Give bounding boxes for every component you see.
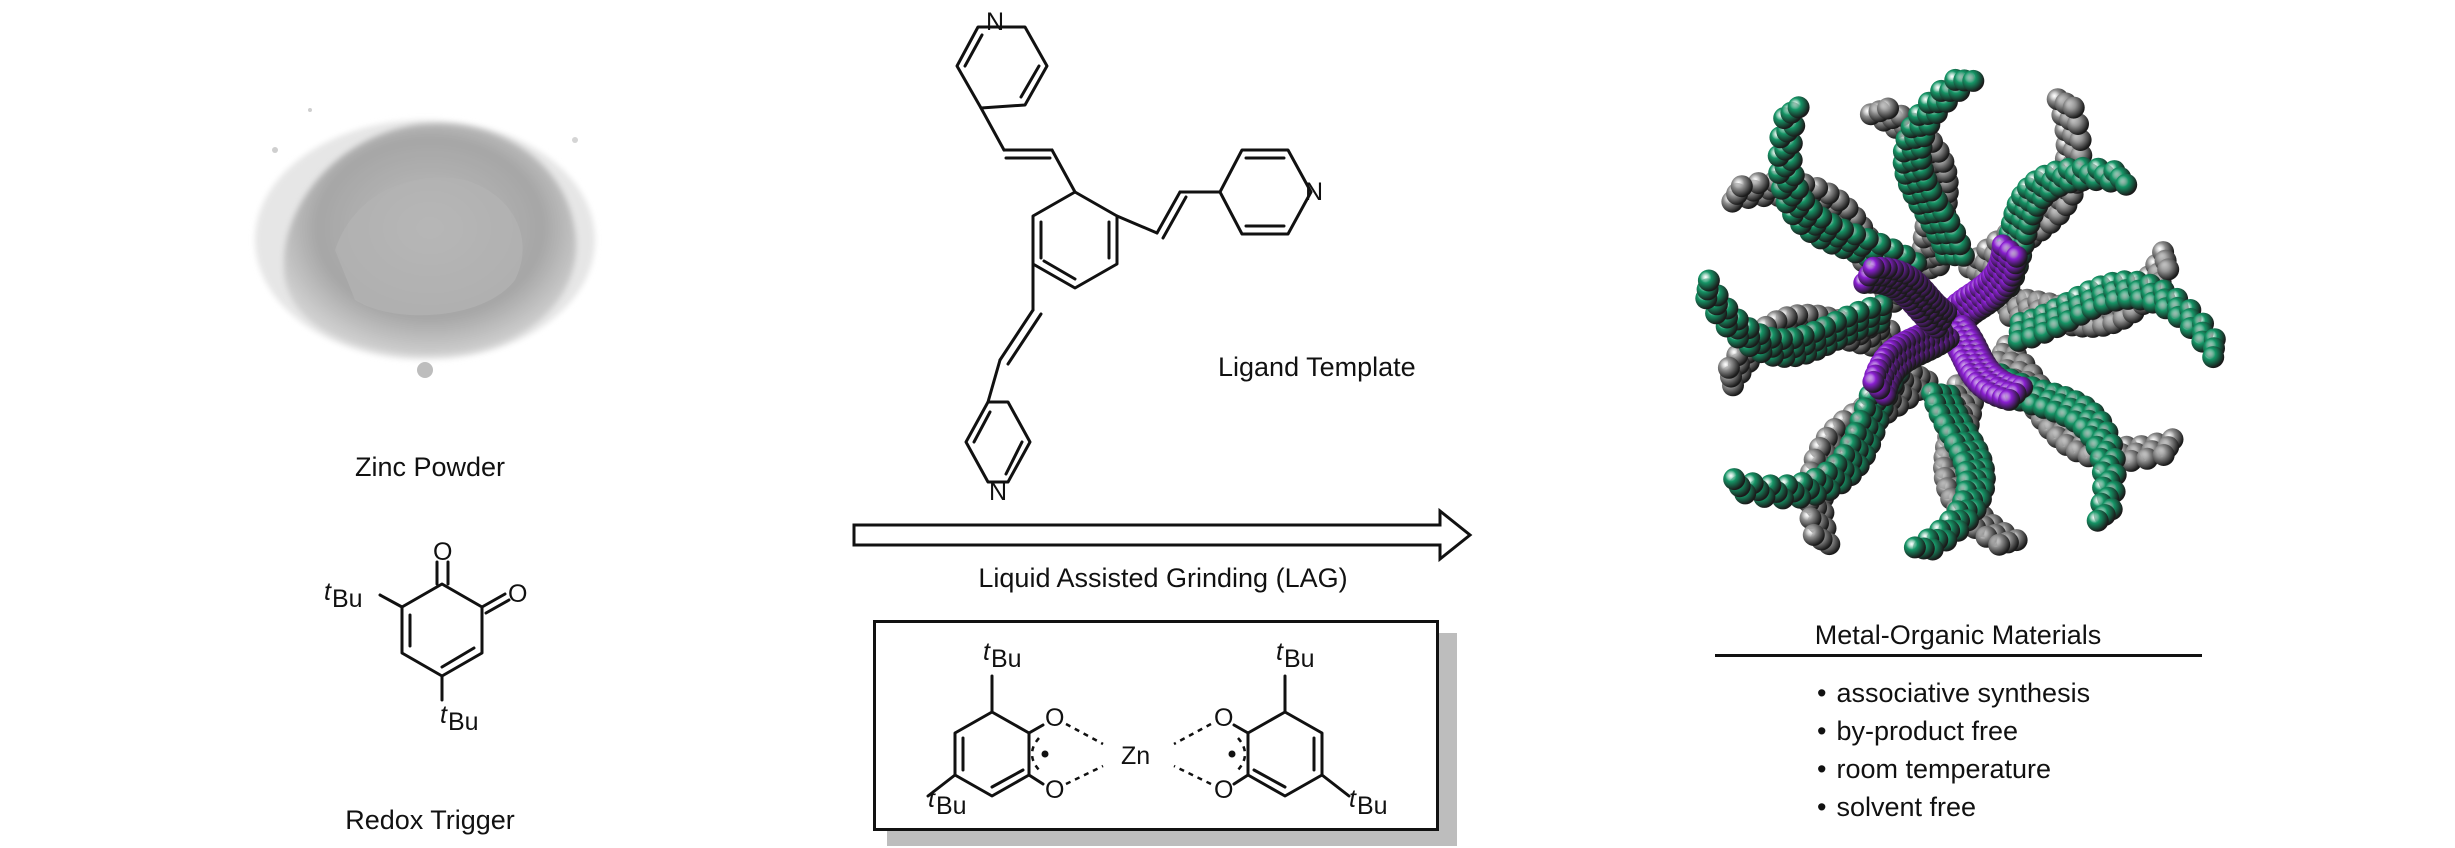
feature-item: solvent free xyxy=(1817,788,2090,826)
svg-text:O: O xyxy=(1214,704,1233,732)
svg-text:t: t xyxy=(440,701,448,729)
svg-text:N: N xyxy=(1305,178,1323,206)
svg-text:O: O xyxy=(1045,704,1064,732)
svg-text:t: t xyxy=(1276,638,1284,666)
svg-text:O: O xyxy=(1214,776,1233,804)
materials-label: Metal-Organic Materials xyxy=(1814,620,2102,650)
metal-organic-material-model xyxy=(1695,68,2226,561)
svg-text:Bu: Bu xyxy=(448,708,479,736)
svg-text:N: N xyxy=(989,478,1007,506)
svg-text:t: t xyxy=(1349,785,1357,813)
svg-text:t: t xyxy=(324,578,332,606)
feature-item: associative synthesis xyxy=(1817,674,2090,712)
svg-text:Zn: Zn xyxy=(1121,742,1150,770)
feature-list: associative synthesis by-product free ro… xyxy=(1817,674,2090,826)
svg-text:Bu: Bu xyxy=(936,792,967,820)
redox-trigger-label: Redox Trigger xyxy=(345,805,515,835)
zinc-powder-image xyxy=(255,108,595,378)
atom-chain xyxy=(1892,68,1985,267)
ligand-template-label: Ligand Template xyxy=(1218,352,1416,382)
svg-text:O: O xyxy=(433,538,452,566)
svg-text:Bu: Bu xyxy=(332,585,363,613)
ligand-template-structure: N N N xyxy=(955,8,1323,506)
feature-item: by-product free xyxy=(1817,712,2090,750)
reaction-arrow xyxy=(852,507,1473,563)
svg-text:t: t xyxy=(928,785,936,813)
atom-chain xyxy=(2007,270,2226,369)
atom-chain xyxy=(1903,382,1996,561)
atom-chain xyxy=(1695,269,1894,368)
svg-text:Bu: Bu xyxy=(1284,645,1315,673)
materials-divider xyxy=(1715,654,2202,657)
svg-text:Bu: Bu xyxy=(991,645,1022,673)
atom-chain xyxy=(1938,234,2028,334)
feature-item: room temperature xyxy=(1817,750,2090,788)
zinc-powder-label: Zinc Powder xyxy=(354,452,506,482)
svg-text:O: O xyxy=(508,580,527,608)
lag-label: Liquid Assisted Grinding (LAG) xyxy=(978,563,1348,593)
zinc-dioxolene-complex: O O O O Zn t Bu t Bu t Bu t Bu xyxy=(926,638,1388,820)
svg-text:N: N xyxy=(986,8,1004,36)
redox-trigger-structure: O O t Bu t Bu xyxy=(324,538,527,736)
svg-text:t: t xyxy=(983,638,991,666)
atom-chain xyxy=(1853,256,1958,339)
svg-text:O: O xyxy=(1045,776,1064,804)
svg-text:Bu: Bu xyxy=(1357,792,1388,820)
